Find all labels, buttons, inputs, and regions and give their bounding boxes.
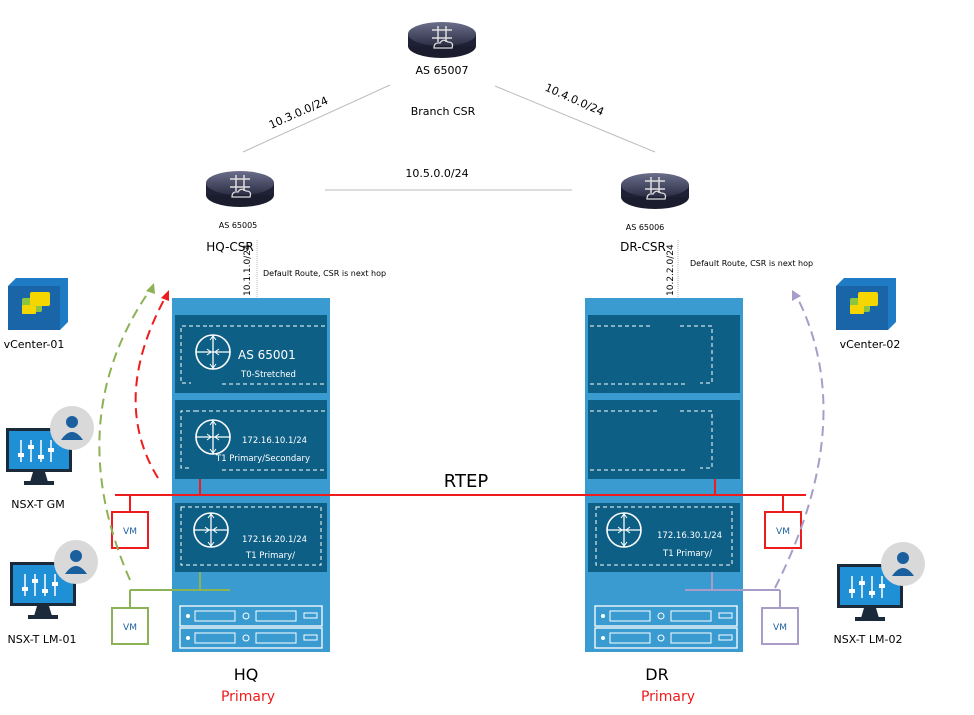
rtep-label: RTEP (444, 471, 489, 492)
vm-hq-rtep[interactable]: VM (111, 511, 149, 549)
dr-uplink: 10.2.2.0/24 (666, 244, 676, 296)
hq-router-as: AS 65005 (219, 221, 258, 230)
nsx-gm-label: NSX-T GM (11, 498, 64, 511)
t1b-name: T1 Primary/ (245, 551, 295, 561)
dr-default-route: Default Route, CSR is next hop (690, 259, 813, 268)
hq-router-name: HQ-CSR (206, 240, 253, 254)
link-dr-branch (494, 85, 656, 153)
branch-router-icon (407, 21, 477, 59)
t1-gateway-icon (195, 419, 231, 455)
svg-text:VM: VM (776, 527, 790, 537)
nsx-lm-01-label: NSX-T LM-01 (8, 633, 77, 646)
dr-router-icon (620, 172, 690, 210)
branch-as: AS 65007 (416, 64, 469, 77)
dr-lm-flow-arrow (774, 294, 825, 589)
t1b-ip: 172.16.20.1/24 (242, 535, 307, 545)
t1a-ip: 172.16.10.1/24 (242, 436, 307, 446)
dr-router-as: AS 65006 (626, 223, 665, 232)
hq-lm-flow-arrow (98, 289, 151, 581)
dr-router-name: DR-CSR (620, 240, 666, 254)
vcenter-02-icon[interactable] (836, 278, 896, 330)
nsx-lm-02-icon[interactable] (836, 541, 926, 622)
link-hq-branch (242, 84, 391, 153)
svg-text:VM: VM (123, 527, 137, 537)
dr-t1-ip: 172.16.30.1/24 (657, 531, 722, 541)
hq-site-label: HQ (234, 665, 259, 684)
vcenter-01-icon[interactable] (8, 278, 68, 330)
t0-name: T0-Stretched (240, 370, 296, 380)
nsx-lm-02-label: NSX-T LM-02 (834, 633, 903, 646)
svg-text:VM: VM (123, 623, 137, 633)
hq-router-icon (205, 170, 275, 208)
hq-default-route: Default Route, CSR is next hop (263, 269, 386, 278)
dr-t1-gateway-icon (606, 512, 642, 548)
dr-role-label: Primary (641, 689, 695, 705)
vm-dr-segment[interactable]: VM (761, 607, 799, 645)
dr-t1-name: T1 Primary/ (662, 549, 712, 559)
hq-role-label: Primary (221, 689, 275, 705)
link-label-right: 10.4.0.0/24 (543, 81, 606, 119)
nsx-gm-icon[interactable] (5, 405, 95, 486)
hq-rack: AS 65001 T0-Stretched 172.16.10.1/24 T1 … (172, 298, 330, 652)
svg-text:VM: VM (773, 623, 787, 633)
vcenter-01-label: vCenter-01 (4, 338, 65, 351)
branch-name: Branch CSR (411, 105, 476, 118)
vm-hq-segment[interactable]: VM (111, 607, 149, 645)
vcenter-02-label: vCenter-02 (840, 338, 901, 351)
nsx-lm-01-icon[interactable] (9, 539, 99, 620)
link-label-left: 10.3.0.0/24 (267, 94, 330, 132)
hq-rtep-flow-arrow (134, 297, 166, 479)
hq-uplink: 10.1.1.0/24 (243, 244, 253, 296)
t1a-name: T1 Primary/Secondary (215, 454, 310, 464)
link-label-middle: 10.5.0.0/24 (405, 167, 468, 180)
t1b-gateway-icon (193, 512, 229, 548)
t0-as: AS 65001 (238, 348, 296, 362)
dr-site-label: DR (645, 665, 668, 684)
t0-gateway-icon (195, 334, 231, 370)
dr-rack: 172.16.30.1/24 T1 Primary/ (585, 298, 743, 652)
